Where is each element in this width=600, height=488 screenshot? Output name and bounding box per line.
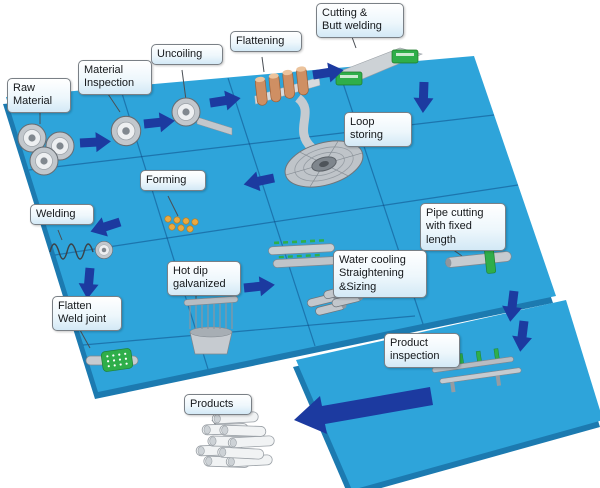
straightening-rollers-icon [268,239,340,268]
label-forming: Forming [140,170,206,192]
products-pile-icon [195,411,275,468]
board-panel-main [6,56,556,392]
hot-dip-galvanizing-icon [183,296,239,355]
label-flatten-weld-joint: Flatten Weld joint [52,296,122,331]
flattening-rollers-icon [254,66,321,106]
label-raw-material: Raw Material [7,78,71,113]
label-products: Products [184,394,252,416]
label-uncoiling: Uncoiling [151,44,223,66]
flatten-weld-joint-icon [85,348,139,372]
forming-rollers-icon [164,215,199,233]
label-flattening: Flattening [230,31,302,53]
board-panels [3,56,600,488]
label-material-inspection: Material Inspection [78,60,152,95]
label-water-cooling: Water cooling Straightening &Sizing [333,250,427,299]
label-product-inspection: Product inspection [384,333,460,368]
inspection-coil-icon [110,115,142,147]
label-welding: Welding [30,204,94,226]
flow-arrow-to-products [294,387,433,434]
welding-wire-icon [49,241,113,260]
label-pipe-cutting: Pipe cutting with fixed length [420,203,506,252]
loop-storing-coil-icon [284,94,364,188]
label-hot-dip-galvanized: Hot dip galvanized [167,261,241,296]
label-loop-storing: Loop storing [344,112,412,147]
label-cutting-butt-welding: Cutting & Butt welding [316,3,404,38]
board-grid-lines [28,67,519,370]
uncoiling-coil-icon [171,97,233,136]
flow-arrows [77,60,534,434]
cutting-machine-icon [335,47,423,86]
